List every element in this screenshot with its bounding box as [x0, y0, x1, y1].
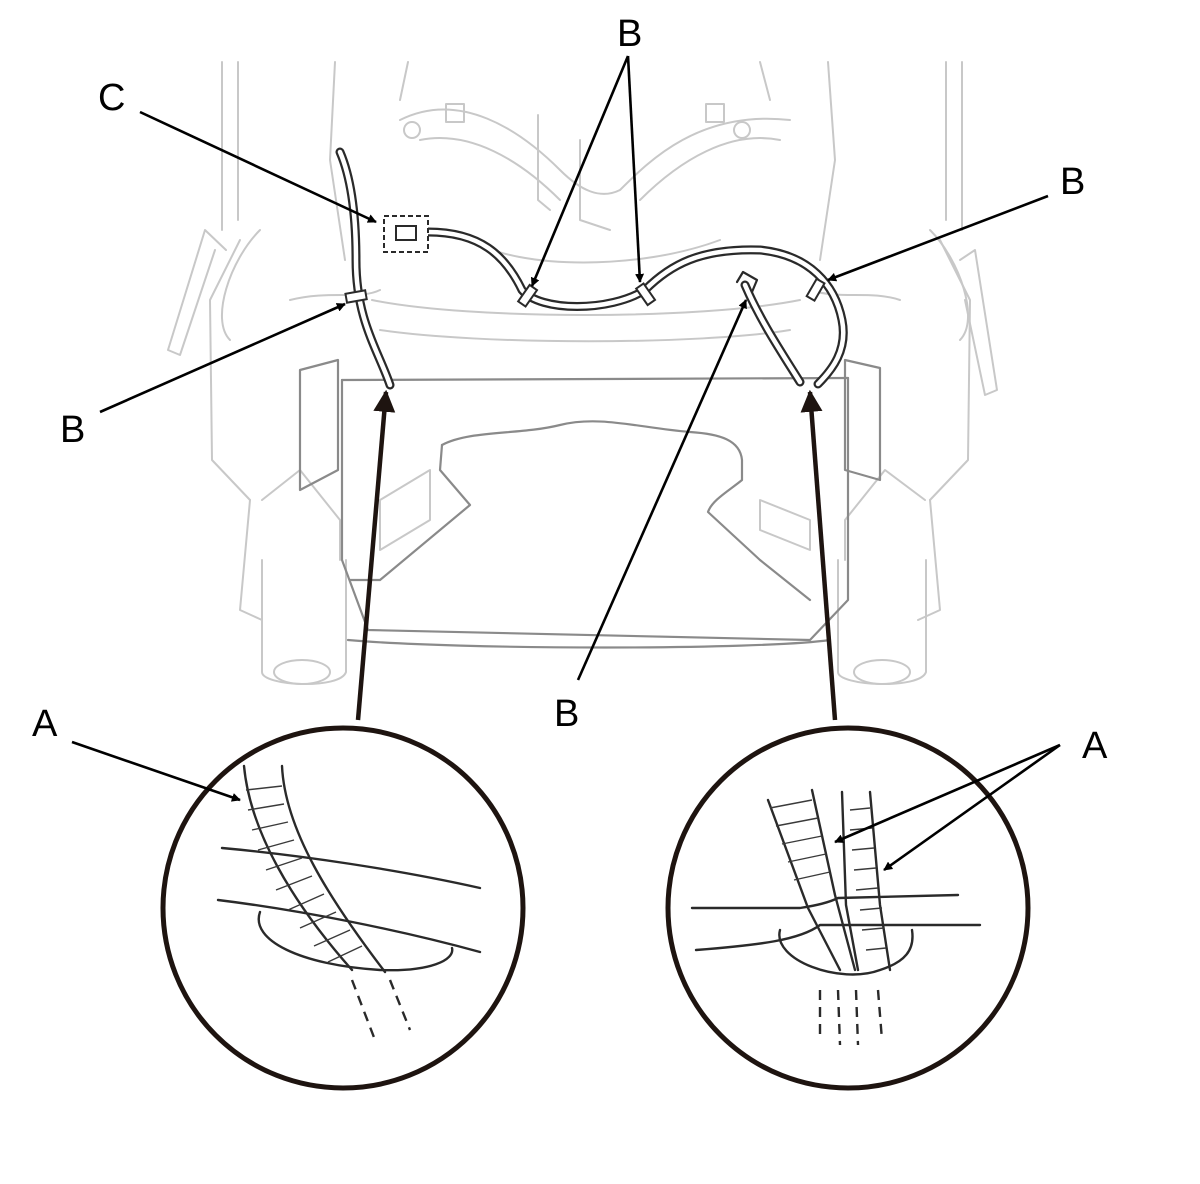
connector-c	[383, 215, 429, 253]
clip-b-top-2	[634, 282, 657, 307]
clip-b-left	[344, 289, 368, 304]
detail-circle-left	[160, 725, 526, 1091]
callout-c: C	[98, 77, 125, 119]
detail-arrows	[355, 389, 838, 721]
callout-a-left: A	[32, 703, 58, 745]
vehicle-structure-background	[167, 61, 998, 686]
clip-b-top-1	[516, 283, 539, 308]
clip-b-right	[805, 277, 826, 303]
callout-b-center: B	[554, 693, 579, 735]
wire-harness	[335, 147, 848, 390]
floor-panel	[298, 358, 882, 649]
callout-b-left: B	[60, 409, 85, 451]
callout-b-right: B	[1060, 161, 1085, 203]
callout-a-right: A	[1082, 725, 1108, 767]
detail-circle-right	[665, 725, 1031, 1091]
callout-labels: C B B B B A A	[32, 13, 1108, 767]
leader-lines	[71, 55, 1061, 872]
callout-b-top: B	[617, 13, 642, 55]
